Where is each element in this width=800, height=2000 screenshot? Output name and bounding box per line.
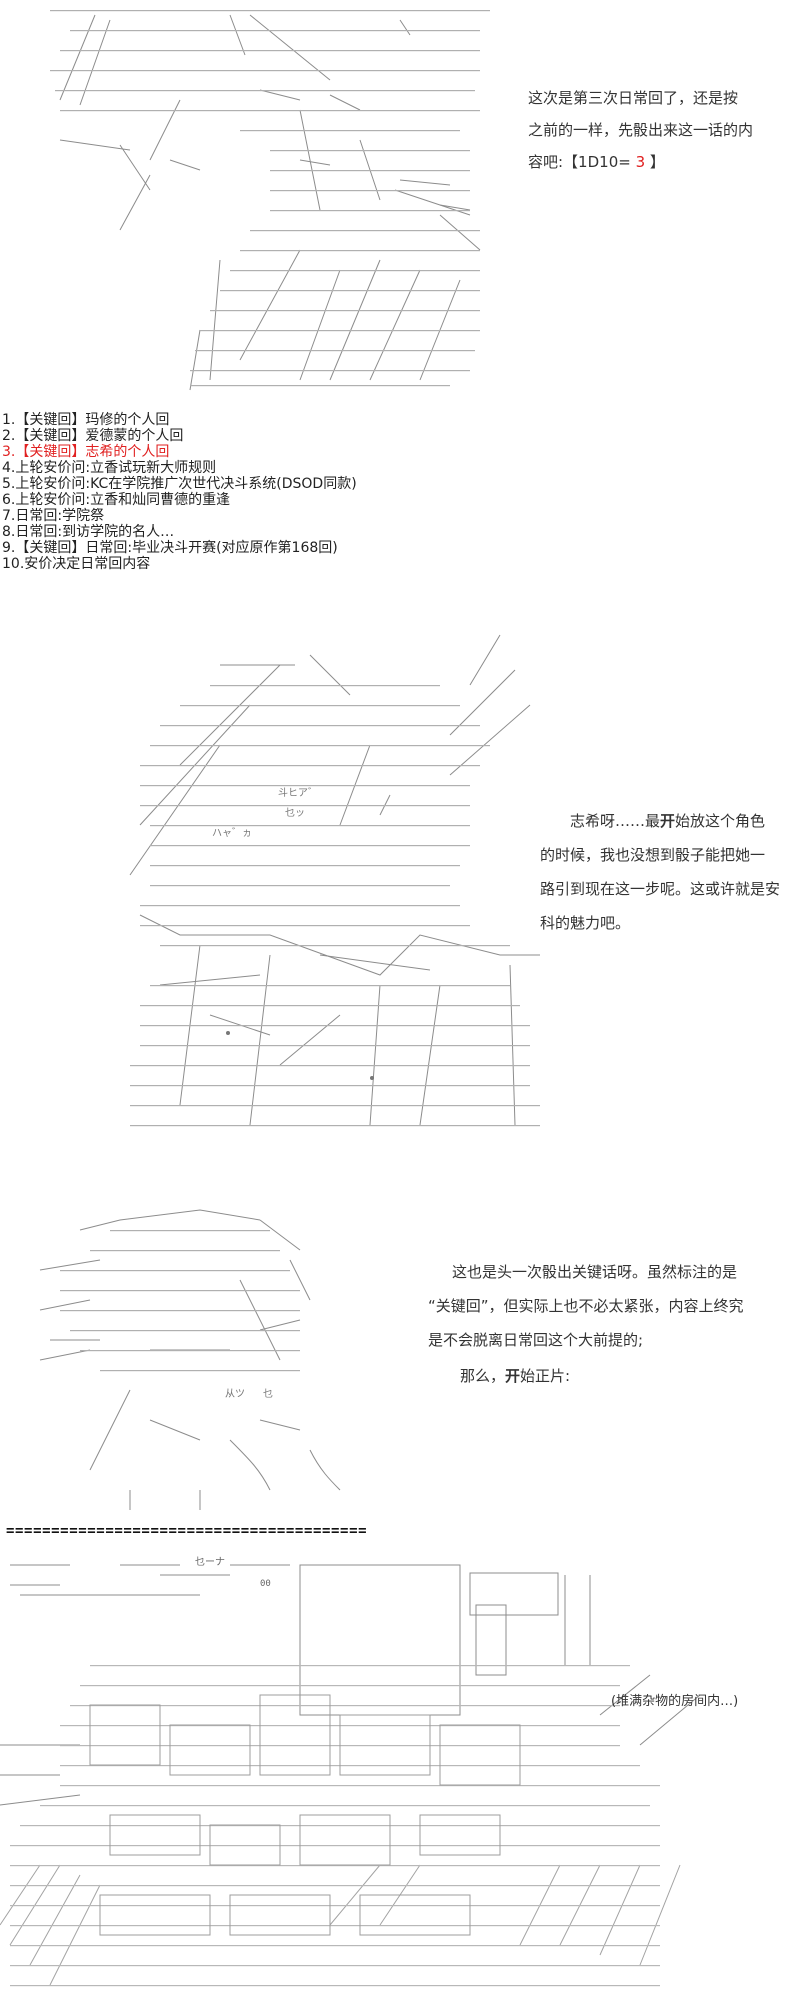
aa-room-glyph-1: 乜ーナ bbox=[195, 1557, 225, 1568]
aa-linework-shiki bbox=[129, 634, 540, 1127]
intro-roll-prefix: 容吧:【1D10= bbox=[528, 153, 636, 171]
episode-option-4: 4.上轮安价问:立香试玩新大师规则 bbox=[2, 460, 217, 476]
aa-art-room: 乜ーナ 00 bbox=[0, 1545, 800, 2000]
episode-option-8: 8.日常回:到访学院的名人… bbox=[2, 524, 175, 540]
aa-art-character-top bbox=[0, 0, 520, 400]
episode-option-1: 1.【关键回】玛修的个人回 bbox=[2, 412, 170, 428]
aa-linework-room bbox=[0, 1564, 701, 1987]
key-line-2: “关键回”，但实际上也不必太紧张，内容上终究 bbox=[428, 1297, 744, 1315]
aa-linework-boy bbox=[39, 1209, 341, 1510]
key-line-4-b: 始正片: bbox=[520, 1367, 571, 1385]
intro-line-3: 容吧:【1D10= 3 】 bbox=[528, 146, 753, 178]
shiki-line-1: 志希呀……最开始放这个角色 bbox=[540, 804, 780, 838]
shiki-line-1-a: 志希呀……最 bbox=[570, 812, 661, 830]
shiki-line-4: 科的魅力吧。 bbox=[540, 914, 631, 932]
episode-option-5: 5.上轮安价问:KC在学院推广次世代决斗系统(DSOD同款) bbox=[2, 476, 357, 492]
aa-art-boy: 从ツ 乜 bbox=[0, 1190, 400, 1510]
aa-room-glyph-2: 00 bbox=[260, 1579, 271, 1589]
key-line-1: 这也是头一次骰出关键话呀。虽然标注的是 bbox=[452, 1263, 738, 1281]
episode-option-3: 3.【关键回】志希的个人回 bbox=[2, 444, 170, 460]
room-caption: (堆满杂物的房间内…) bbox=[611, 1694, 739, 1709]
key-episode-narration: 这也是头一次骰出关键话呀。虽然标注的是 “关键回”，但实际上也不必太紧张，内容上… bbox=[428, 1255, 744, 1393]
episode-option-6: 6.上轮安价问:立香和灿同曹德的重逢 bbox=[2, 492, 231, 508]
intro-line-2: 之前的一样，先骰出来这一话的内 bbox=[528, 121, 754, 139]
aa-art-shiki: 斗ヒア゛ 乜ッ ハャ゛ヵ bbox=[120, 625, 550, 1155]
aa-panel-character-top bbox=[0, 0, 520, 400]
episode-option-10: 10.安价决定日常回内容 bbox=[2, 556, 151, 572]
key-line-4-a: 那么， bbox=[460, 1367, 506, 1385]
aa-panel-room: 乜ーナ 00 bbox=[0, 1545, 800, 2000]
shiki-line-2: 的时候，我也没想到骰子能把她一 bbox=[540, 846, 766, 864]
shiki-narration: 志希呀……最开始放这个角色 的时候，我也没想到骰子能把她一 路引到现在这一步呢。… bbox=[540, 804, 780, 940]
aa-face-glyph-2: 乜ッ bbox=[285, 808, 305, 819]
aa-face-glyph-3: ハャ゛ヵ bbox=[212, 828, 252, 839]
episode-option-9: 9.【关键回】日常回:毕业决斗开赛(对应原作第168回) bbox=[2, 540, 338, 556]
aa-boy-face-glyph: 从ツ 乜 bbox=[225, 1389, 274, 1400]
aa-face-glyph-1: 斗ヒア゛ bbox=[278, 788, 318, 799]
aa-panel-boy: 从ツ 乜 bbox=[0, 1190, 400, 1510]
intro-line-1: 这次是第三次日常回了，还是按 bbox=[528, 89, 739, 107]
aa-linework-top bbox=[50, 10, 490, 391]
intro-roll-suffix: 】 bbox=[645, 153, 665, 171]
key-line-4-bold: 开 bbox=[505, 1367, 521, 1385]
intro-narration: 这次是第三次日常回了，还是按 之前的一样，先骰出来这一话的内 容吧:【1D10=… bbox=[528, 82, 753, 178]
dice-roll-value: 3 bbox=[635, 153, 646, 171]
key-line-4: 那么，开始正片: bbox=[428, 1359, 744, 1393]
shiki-line-1-bold: 开 bbox=[660, 812, 676, 830]
episode-option-7: 7.日常回:学院祭 bbox=[2, 508, 105, 524]
episode-option-2: 2.【关键回】爱德蒙的个人回 bbox=[2, 428, 184, 444]
key-line-3: 是不会脱离日常回这个大前提的; bbox=[428, 1331, 644, 1349]
shiki-line-3: 路引到现在这一步呢。这或许就是安 bbox=[540, 880, 781, 898]
shiki-line-1-b: 始放这个角色 bbox=[675, 812, 766, 830]
aa-panel-shiki: 斗ヒア゛ 乜ッ ハャ゛ヵ bbox=[120, 625, 550, 1155]
section-divider: ======================================== bbox=[6, 1523, 368, 1539]
